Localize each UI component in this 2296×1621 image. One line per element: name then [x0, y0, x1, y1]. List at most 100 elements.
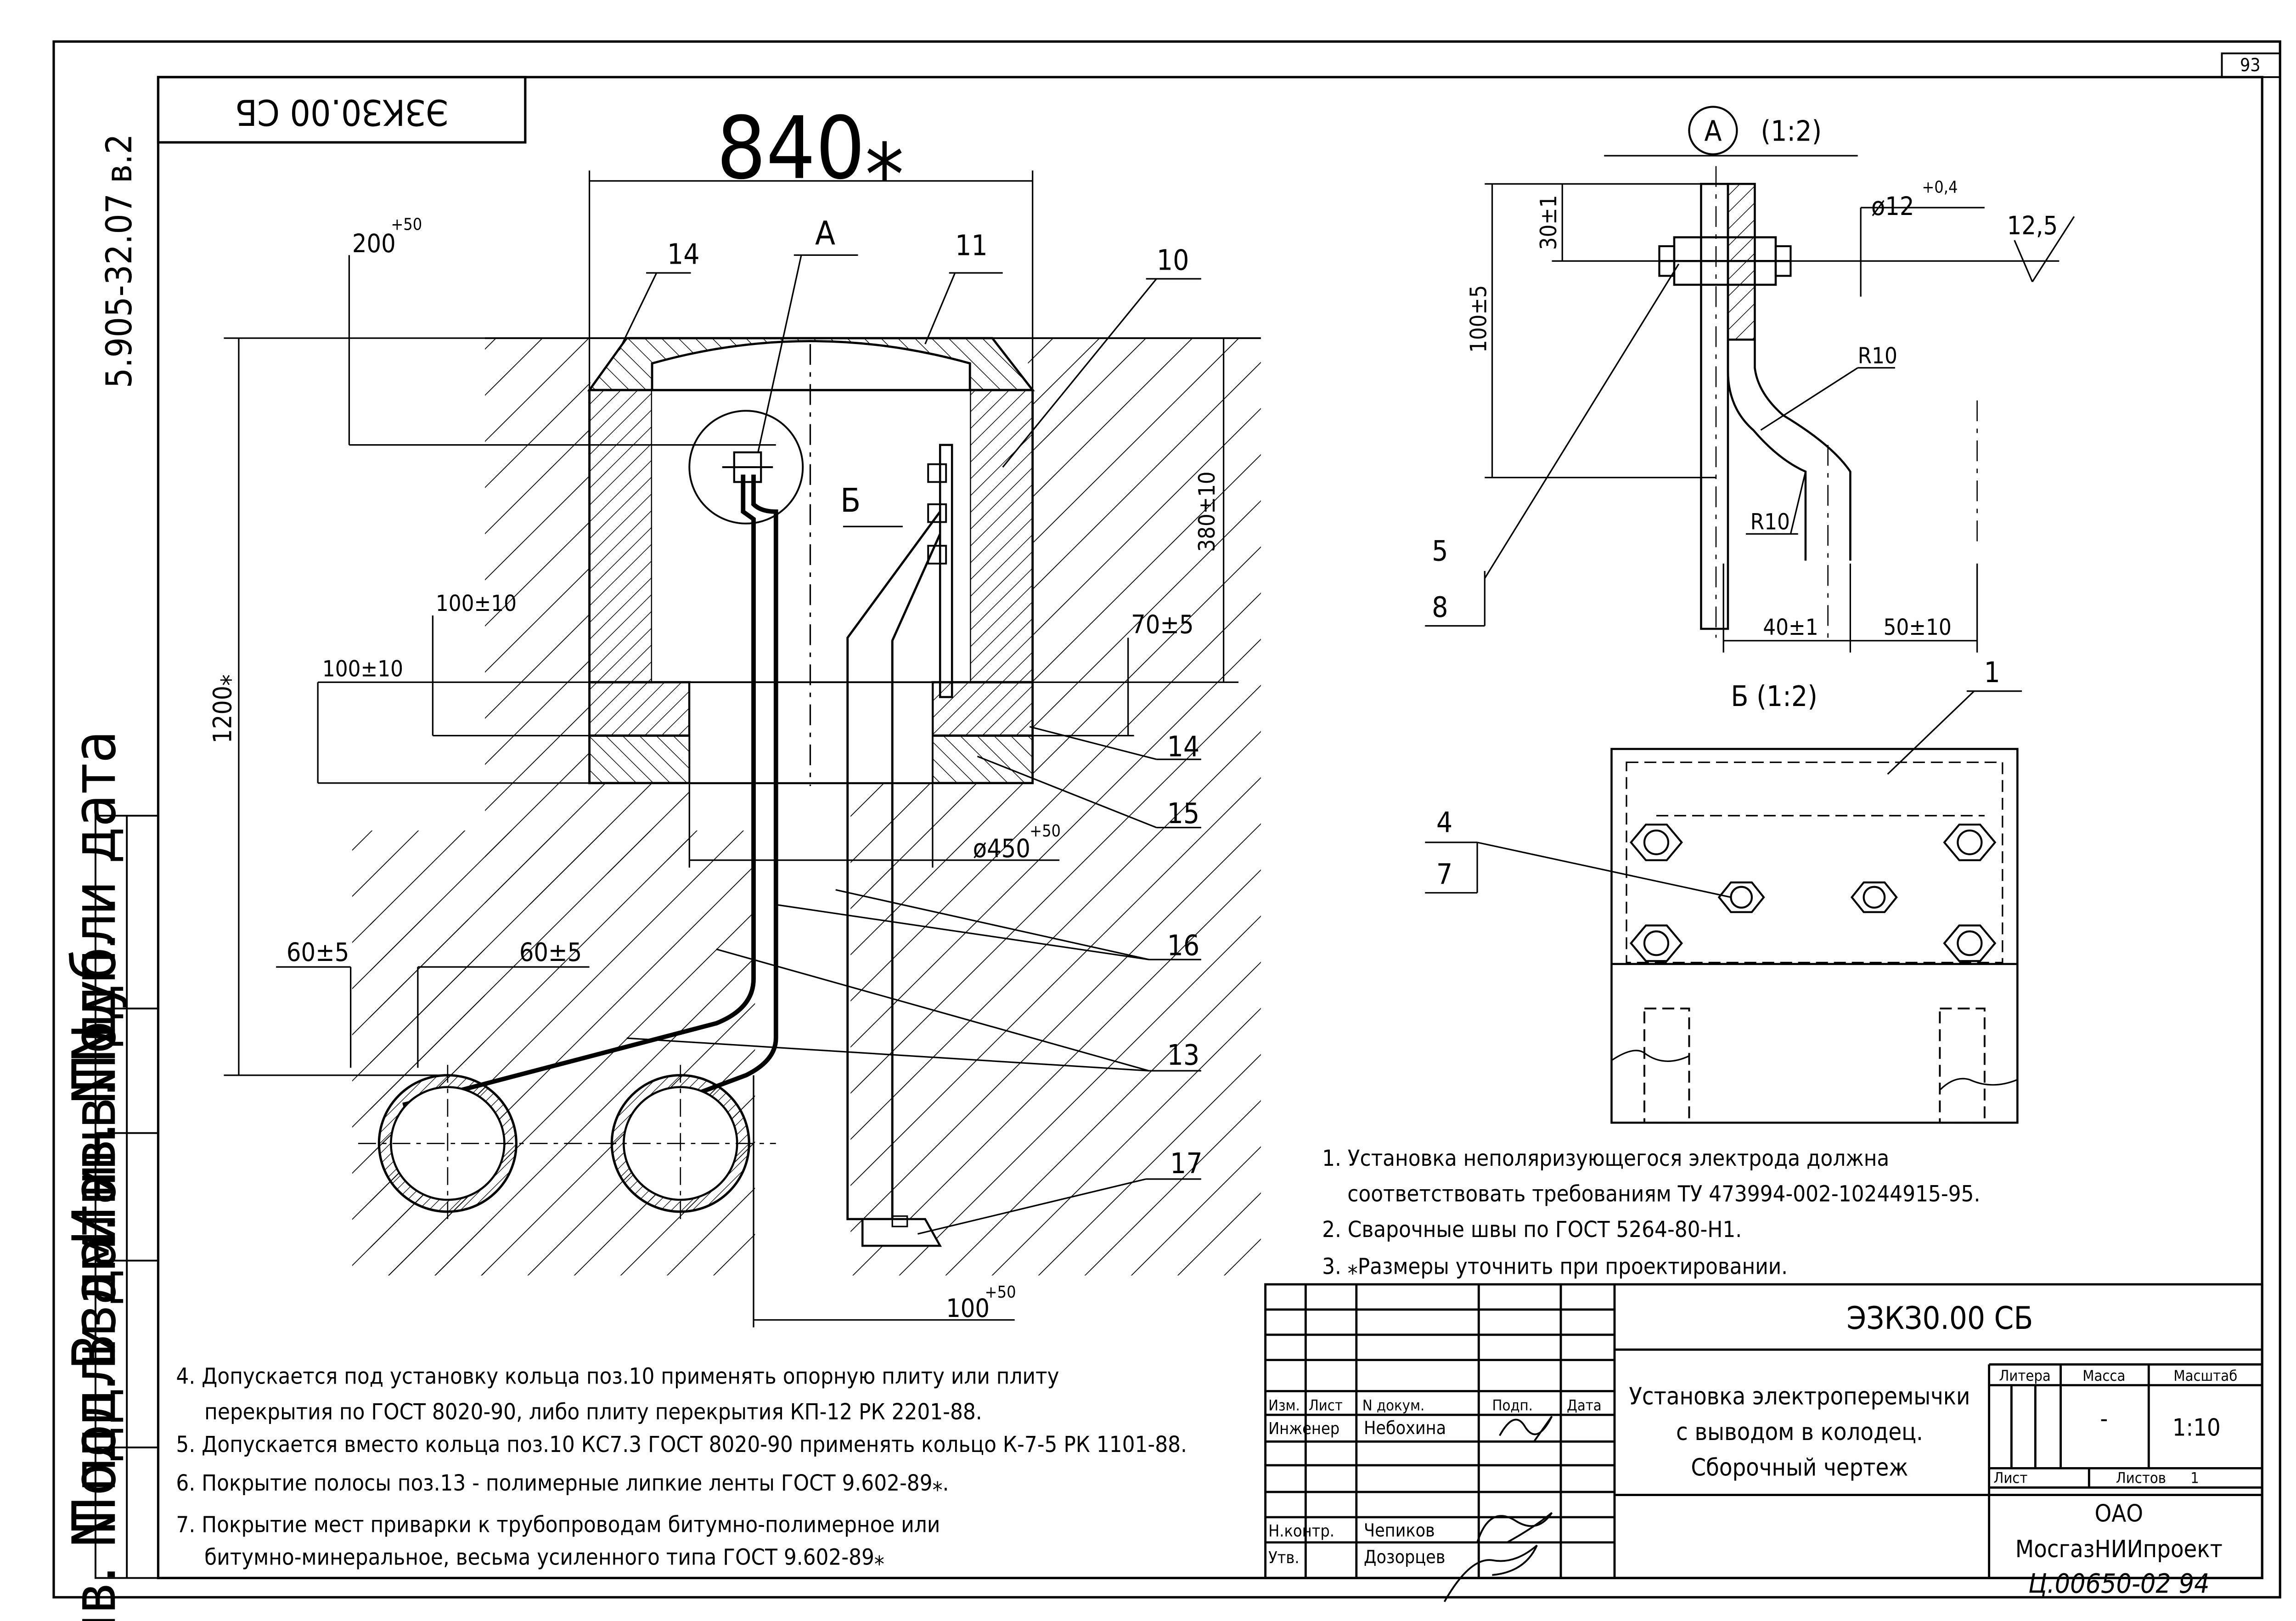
tb-role-nkontr: Н.контр.: [1268, 1522, 1334, 1541]
note-5: 5. Допускается вместо кольца поз.10 КС7.…: [176, 1432, 1187, 1457]
dim-200-tol: +50: [391, 215, 422, 234]
dim-1200: 1200⁎: [208, 674, 237, 743]
tb-hdr-list: Лист: [1309, 1397, 1343, 1414]
well-cavity: [652, 390, 970, 683]
detail-b-title: Б (1:2): [1731, 680, 1817, 713]
callout-14-bottom: 14: [1167, 730, 1200, 763]
note-2: 2. Сварочные швы по ГОСТ 5264-80-Н1.: [1322, 1217, 1742, 1243]
side-stamp-label-4: Подп. и дата: [60, 1172, 129, 1536]
tb-hdr-podp: Подп.: [1492, 1397, 1533, 1414]
callout-13: 13: [1167, 1039, 1200, 1072]
tb-title-line-2: с выводом в колодец.: [1676, 1418, 1923, 1446]
page-number: 93: [2240, 55, 2261, 76]
detail-a-label-circle: [1688, 106, 1738, 155]
dim-a-30: 30±1: [1536, 195, 1562, 250]
callout-15: 15: [1167, 797, 1200, 830]
note-3: 3. ⁎Размеры уточнить при проектировании.: [1322, 1254, 1788, 1280]
tb-hdr-ndokum: N докум.: [1362, 1397, 1424, 1414]
callout-8: 8: [1432, 591, 1448, 624]
note-7: 7. Покрытие мест приварки к трубопровода…: [176, 1512, 940, 1537]
dim-a-40: 40±1: [1763, 615, 1818, 640]
dim-a-roughness: 12,5: [2007, 211, 2058, 240]
note-7-cont: битумно-минеральное, весьма усиленного т…: [204, 1544, 884, 1570]
tb-hdr-izm: Изм.: [1268, 1397, 1300, 1414]
note-4-cont: перекрытия по ГОСТ 8020-90, либо плиту п…: [204, 1399, 982, 1425]
callout-1: 1: [1984, 656, 2000, 689]
dim-100-bottom: 100: [946, 1293, 990, 1323]
detail-b-leaders: [1425, 690, 2022, 898]
detail-a-dimension-lines: [1425, 183, 2075, 653]
callout-b: Б: [840, 481, 861, 520]
side-stamp-label-1: Подп. и дата: [60, 730, 129, 1094]
dim-450-tol: +50: [1030, 822, 1061, 841]
inverted-doc-code: ЭЗКЗ0.00 СБ: [235, 91, 448, 133]
callout-7: 7: [1436, 858, 1452, 891]
tb-name-engineer: Небохина: [1364, 1418, 1446, 1439]
dim-840: 840⁎: [716, 99, 904, 198]
dim-60-right: 60±5: [519, 938, 582, 967]
side-stamp: [95, 814, 159, 1579]
series-code: 5.905-32.07 в.2: [99, 134, 140, 388]
ring-wall-right: [968, 389, 1034, 683]
conductor-strip-13: [686, 474, 778, 1100]
title-block: [1264, 1283, 2263, 1579]
notes-right: 1. Установка неполяризующегося электрода…: [1322, 1146, 1980, 1280]
tb-masshtab-value: 1:10: [2172, 1414, 2221, 1442]
dim-100-bottom-tol: +50: [985, 1283, 1016, 1302]
notes-left: 4. Допускается под установку кольца поз.…: [176, 1364, 1187, 1570]
tb-listov-value: 1: [2190, 1469, 2199, 1487]
callout-5: 5: [1432, 535, 1448, 568]
callout-14-top: 14: [667, 238, 700, 271]
tb-litera-label: Литера: [1999, 1367, 2050, 1384]
note-6: 6. Покрытие полосы поз.13 - полимерные л…: [176, 1470, 949, 1496]
callout-10: 10: [1157, 244, 1189, 277]
tb-role-engineer: Инженер: [1268, 1419, 1339, 1438]
tb-massa-label: Масса: [2082, 1367, 2125, 1384]
detail-a-scale: (1:2): [1761, 115, 1822, 148]
dim-60-left: 60±5: [287, 938, 349, 967]
tb-listov-label: Листов: [2116, 1469, 2166, 1487]
tb-title-line-1: Установка электроперемычки: [1629, 1383, 1970, 1411]
signature-utv: [1443, 1544, 1538, 1602]
tb-org-line-2: МосгазНИИпроект: [2015, 1536, 2223, 1563]
signature-nkontr: [1476, 1512, 1553, 1543]
note-4: 4. Допускается под установку кольца поз.…: [176, 1364, 1059, 1389]
dim-a-100: 100±5: [1466, 285, 1491, 352]
signature-engineer: [1499, 1416, 1553, 1442]
bottom-ring-right: [931, 681, 1034, 737]
tb-title-line-3: Сборочный чертеж: [1691, 1454, 1908, 1482]
conductor-strip-13b: [402, 474, 756, 1107]
tb-hdr-data: Дата: [1567, 1397, 1602, 1414]
side-stamp-label-3: Взам. инв. N: [60, 1023, 129, 1370]
dim-a-d12-tol: +0,4: [1922, 178, 1958, 197]
callout-11: 11: [955, 229, 988, 262]
tb-massa-value: -: [2100, 1405, 2108, 1433]
dim-a-r10-bottom: R10: [1750, 509, 1790, 535]
detail-b-view: [1610, 748, 2019, 1124]
electrode-bracket: [939, 444, 953, 698]
dim-a-d12: ø12: [1871, 192, 1914, 221]
plate-opening: [688, 681, 934, 784]
callout-16: 16: [1167, 929, 1200, 962]
dim-450: ø450: [973, 834, 1030, 863]
note-1-cont: соответствовать требованиям ТУ 473994-00…: [1347, 1181, 1980, 1207]
detail-a-letter: А: [1704, 115, 1722, 148]
tb-name-nkontr: Чепиков: [1364, 1520, 1435, 1541]
dim-200: 200: [352, 229, 396, 258]
main-section-view: [352, 337, 1261, 1276]
hatch-lid: [651, 340, 971, 391]
archive-number: Ц.00650-02 94: [2028, 1568, 2209, 1599]
main-leader-lines: [619, 254, 1201, 1235]
signatures: [1443, 1416, 1553, 1602]
detail-a-circle: [688, 410, 804, 525]
dim-70: 70±5: [1131, 610, 1193, 639]
dim-100-b: 100±10: [322, 656, 403, 682]
dim-100-a: 100±10: [436, 591, 517, 616]
note-1: 1. Установка неполяризующегося электрода…: [1322, 1146, 1889, 1171]
soil-right: [850, 338, 1261, 1276]
tb-org-line-1: ОАО: [2095, 1500, 2144, 1528]
tb-role-utv: Утв.: [1268, 1548, 1299, 1567]
ring-wall-left: [588, 389, 653, 683]
callout-4: 4: [1436, 806, 1452, 839]
